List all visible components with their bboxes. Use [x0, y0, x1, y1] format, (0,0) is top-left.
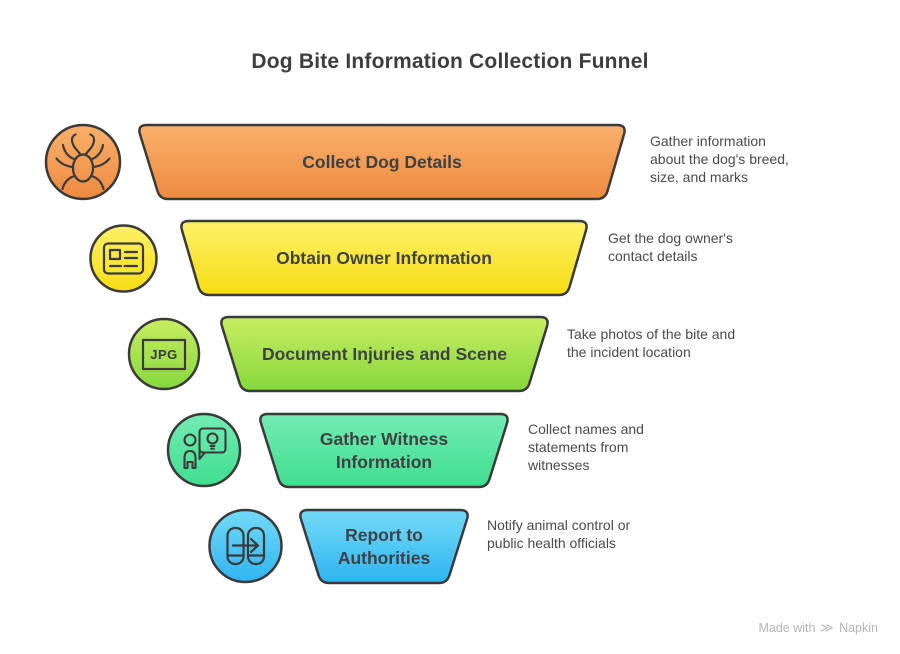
funnel-stage-5-shape — [299, 508, 469, 585]
witness-speech-icon — [183, 427, 227, 470]
jpg-photo-icon: JPG — [141, 338, 187, 371]
funnel-stage-4-shape — [259, 412, 509, 489]
report-transfer-icon — [226, 526, 266, 566]
id-card-icon — [102, 242, 145, 275]
stage-1-description: Gather information about the dog's breed… — [650, 133, 789, 186]
stage-1-badge — [44, 123, 122, 201]
watermark-prefix: Made with — [758, 621, 816, 635]
funnel-stage-3-shape — [220, 315, 549, 393]
stage-2-description: Get the dog owner's contact details — [608, 230, 733, 265]
jpg-label: JPG — [150, 347, 178, 362]
funnel-stage-1-shape — [138, 123, 626, 201]
stage-2-badge — [89, 224, 158, 293]
stage-1-title: Collect Dog Details — [302, 151, 462, 172]
stage-4-description: Collect names and statements from witnes… — [528, 421, 644, 474]
funnel-stage-2-shape — [180, 219, 588, 297]
page-title: Dog Bite Information Collection Funnel — [251, 50, 649, 73]
watermark: Made with ≫ Napkin — [758, 620, 878, 636]
tick-bug-icon — [55, 133, 111, 191]
stage-2-title: Obtain Owner Information — [276, 247, 492, 268]
stage-4-title: Gather Witness Information — [319, 429, 449, 472]
stage-3-description: Take photos of the bite and the incident… — [567, 326, 736, 361]
stage-3-title: Document Injuries and Scene — [261, 343, 508, 364]
stage-3-badge — [127, 317, 201, 391]
stage-4-badge — [166, 412, 242, 488]
watermark-brand: Napkin — [839, 621, 878, 635]
stage-5-description: Notify animal control or public health o… — [487, 517, 631, 552]
napkin-logo-icon: ≫ — [819, 620, 836, 635]
stage-5-title: Report to Authorities — [337, 525, 431, 568]
